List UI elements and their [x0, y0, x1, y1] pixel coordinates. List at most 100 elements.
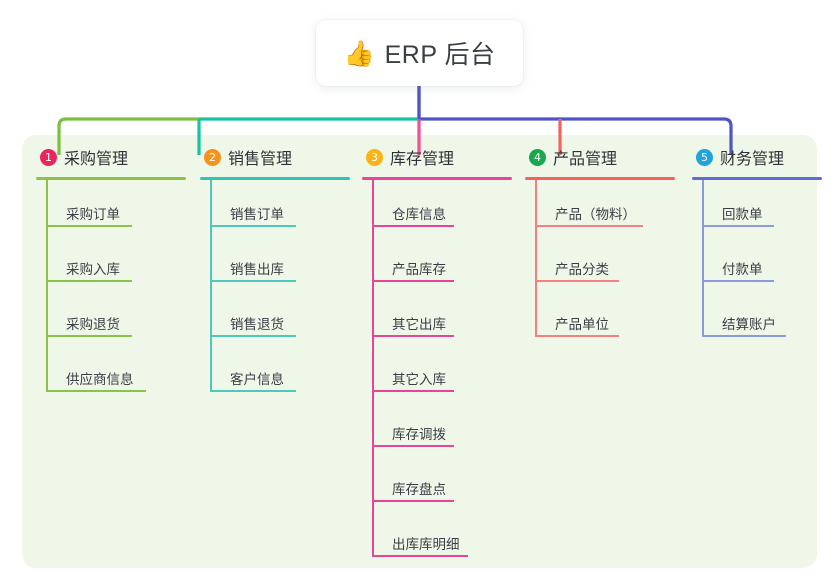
branch-item-underline	[702, 335, 786, 337]
branch-item[interactable]: 产品分类	[525, 235, 675, 290]
branch-number-badge: 2	[204, 148, 221, 166]
branch-item-underline	[372, 335, 454, 337]
branch-header-3[interactable]: 3 库存管理	[362, 144, 512, 170]
branch-item-underline	[535, 225, 643, 227]
branch-item-underline	[535, 335, 619, 337]
branch-item[interactable]: 销售出库	[200, 235, 350, 290]
branch-item[interactable]: 产品库存	[362, 235, 512, 290]
branch-header-2[interactable]: 2 销售管理	[200, 144, 350, 170]
branch-item-underline	[372, 555, 468, 557]
branch-item[interactable]: 其它出库	[362, 290, 512, 345]
branch-item-label: 结算账户	[722, 317, 776, 332]
branch-item-underline	[535, 280, 619, 282]
branch-item-underline	[46, 225, 132, 227]
branch-item-label: 其它出库	[392, 317, 446, 332]
branch-header-underline	[362, 177, 512, 180]
branch-item-underline	[372, 280, 454, 282]
branch-item[interactable]: 回款单	[692, 180, 822, 235]
branch-title: 采购管理	[64, 151, 129, 168]
branch-title: 销售管理	[228, 151, 293, 168]
branch-title: 产品管理	[553, 151, 618, 168]
branch-item-underline	[210, 280, 296, 282]
branch-item-label: 产品（物料）	[555, 207, 636, 222]
content-panel	[22, 135, 817, 568]
branch-item-label: 其它入库	[392, 372, 446, 387]
branch-item[interactable]: 付款单	[692, 235, 822, 290]
branch-item[interactable]: 出库库明细	[362, 510, 512, 565]
branch-item-label: 采购入库	[66, 262, 120, 277]
branch-item[interactable]: 其它入库	[362, 345, 512, 400]
branch-item[interactable]: 库存盘点	[362, 455, 512, 510]
thumbs-up-icon: 👍	[343, 38, 375, 68]
branch-title: 库存管理	[390, 151, 455, 168]
branch-item-list: 采购订单采购入库采购退货供应商信息	[36, 180, 186, 400]
branch-item-label: 回款单	[722, 207, 763, 222]
branch-item[interactable]: 结算账户	[692, 290, 822, 345]
branch-item-underline	[210, 225, 296, 227]
branch-column-4: 4 产品管理产品（物料） 产品分类产品单位	[525, 144, 675, 345]
branch-item-label: 库存调拨	[392, 427, 446, 442]
branch-item-underline	[372, 225, 454, 227]
root-node[interactable]: 👍 ERP 后台	[316, 20, 523, 86]
branch-number-badge: 4	[529, 148, 546, 166]
branch-column-3: 3 库存管理仓库信息产品库存其它出库其它入库库存调拨库存盘点出库库明细	[362, 144, 512, 565]
branch-header-1[interactable]: 1 采购管理	[36, 144, 186, 170]
branch-item-label: 销售出库	[230, 262, 284, 277]
branch-item[interactable]: 供应商信息	[36, 345, 186, 400]
branch-item[interactable]: 采购入库	[36, 235, 186, 290]
branch-item-list: 销售订单销售出库销售退货客户信息	[200, 180, 350, 400]
branch-item-underline	[372, 390, 454, 392]
branch-trunk-line	[702, 180, 704, 337]
branch-item-underline	[702, 225, 774, 227]
branch-item-underline	[210, 335, 296, 337]
branch-column-2: 2 销售管理销售订单销售出库销售退货客户信息	[200, 144, 350, 400]
branch-item[interactable]: 销售订单	[200, 180, 350, 235]
branch-header-4[interactable]: 4 产品管理	[525, 144, 675, 170]
branch-title: 财务管理	[720, 151, 785, 168]
branch-item-list: 仓库信息产品库存其它出库其它入库库存调拨库存盘点出库库明细	[362, 180, 512, 565]
branch-item-label: 产品分类	[555, 262, 609, 277]
branch-trunk-line	[535, 180, 537, 337]
branch-item-label: 客户信息	[230, 372, 284, 387]
branch-item-label: 库存盘点	[392, 482, 446, 497]
branch-number-badge: 1	[40, 148, 57, 166]
branch-header-underline	[200, 177, 350, 180]
branch-item[interactable]: 仓库信息	[362, 180, 512, 235]
branch-trunk-line	[372, 180, 374, 557]
branch-column-1: 1 采购管理采购订单采购入库采购退货供应商信息	[36, 144, 186, 400]
branch-item-list: 产品（物料） 产品分类产品单位	[525, 180, 675, 345]
branch-item[interactable]: 销售退货	[200, 290, 350, 345]
branch-item-label: 付款单	[722, 262, 763, 277]
branch-item-underline	[372, 445, 454, 447]
branch-item[interactable]: 采购订单	[36, 180, 186, 235]
branch-item-underline	[210, 390, 296, 392]
branch-number-badge: 3	[366, 148, 383, 166]
branch-header-underline	[36, 177, 186, 180]
branch-item-label: 产品库存	[392, 262, 446, 277]
branch-header-underline	[525, 177, 675, 180]
branch-item[interactable]: 库存调拨	[362, 400, 512, 455]
branch-item-label: 供应商信息	[66, 372, 134, 387]
branch-header-underline	[692, 177, 822, 180]
branch-item-label: 产品单位	[555, 317, 609, 332]
branch-item-underline	[372, 500, 454, 502]
branch-item-underline	[46, 280, 132, 282]
branch-item[interactable]: 客户信息	[200, 345, 350, 400]
branch-trunk-line	[46, 180, 48, 392]
branch-item-label: 销售退货	[230, 317, 284, 332]
branch-trunk-line	[210, 180, 212, 392]
branch-item-label: 采购订单	[66, 207, 120, 222]
branch-item-underline	[46, 390, 146, 392]
branch-item[interactable]: 采购退货	[36, 290, 186, 345]
branch-item-label: 销售订单	[230, 207, 284, 222]
branch-item[interactable]: 产品单位	[525, 290, 675, 345]
branch-item-label: 出库库明细	[392, 537, 460, 552]
branch-item-underline	[702, 280, 774, 282]
page-title: ERP 后台	[384, 41, 496, 69]
branch-item[interactable]: 产品（物料）	[525, 180, 675, 235]
branch-item-label: 采购退货	[66, 317, 120, 332]
branch-item-label: 仓库信息	[392, 207, 446, 222]
